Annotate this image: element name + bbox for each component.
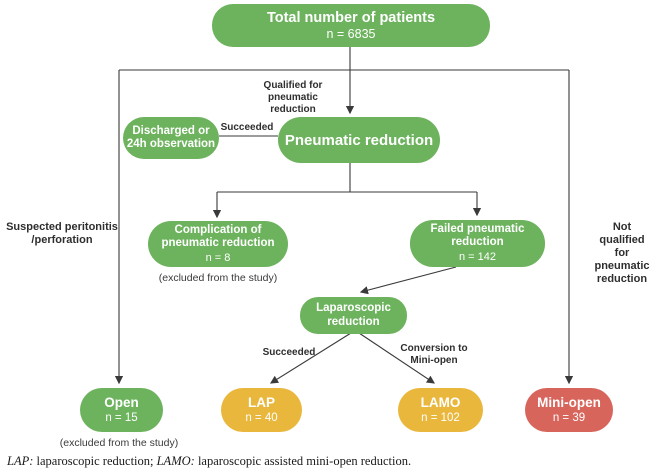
node-title: Open [104, 395, 139, 410]
node-title: Total number of patients [266, 9, 436, 26]
node-title: Pneumatic reduction [284, 131, 434, 149]
node-mini-open: Mini-open n = 39 [525, 388, 613, 432]
node-lap: LAP n = 40 [221, 388, 302, 432]
node-title: Laparoscopic reduction [316, 302, 391, 328]
node-open: Open n = 15 [80, 388, 163, 432]
node-complication: Complication of pneumatic reduction n = … [148, 221, 288, 267]
node-title: Failed pneumatic reduction [430, 222, 525, 249]
node-laparoscopic-reduction: Laparoscopic reduction [300, 297, 407, 334]
label-succeeded-top: Succeeded [220, 122, 274, 133]
note-excluded-complication: (excluded from the study) [158, 272, 278, 284]
label-not-qualified: Not qualified for pneumatic reduction [594, 221, 650, 285]
node-title: Discharged or 24h observation [126, 124, 216, 151]
node-title: LAP [248, 395, 275, 410]
node-discharged: Discharged or 24h observation [123, 117, 219, 159]
legend-term-lamo: LAMO: [156, 454, 195, 468]
label-succeeded-bottom: Succeeded [262, 347, 316, 358]
node-total-patients: Total number of patients n = 6835 [212, 4, 490, 47]
abbreviation-legend: LAP: laparoscopic reduction; LAMO: lapar… [7, 454, 662, 469]
label-qualified-for-pneumatic-reduction: Qualified for pneumatic reduction [263, 80, 323, 115]
node-count: n = 6835 [326, 26, 376, 41]
node-title: Mini-open [537, 395, 601, 410]
edge-laparoscopic-to-lap [269, 332, 352, 384]
node-count: n = 142 [458, 250, 496, 263]
edge-laparoscopic-to-lamo [358, 332, 436, 384]
node-lamo: LAMO n = 102 [398, 388, 483, 432]
legend-definition-lap: laparoscopic reduction; [33, 454, 157, 468]
node-title: LAMO [420, 395, 461, 410]
node-failed-pneumatic: Failed pneumatic reduction n = 142 [410, 220, 545, 267]
legend-definition-lamo: laparoscopic assisted mini-open reductio… [194, 454, 412, 468]
legend-term-lap: LAP: [7, 454, 34, 468]
node-count: n = 40 [245, 412, 278, 424]
note-excluded-open: (excluded from the study) [59, 437, 179, 449]
node-count: n = 39 [552, 412, 586, 424]
node-count: n = 15 [105, 412, 138, 424]
label-conversion-to-mini-open: Conversion to Mini-open [400, 343, 468, 366]
node-count: n = 8 [205, 251, 231, 264]
node-count: n = 102 [421, 412, 460, 424]
node-pneumatic-reduction: Pneumatic reduction [278, 117, 440, 163]
node-title: Complication of pneumatic reduction [161, 223, 275, 250]
label-suspected-peritonitis: Suspected peritonitis /perforation [6, 221, 118, 246]
edge-failed-to-laparoscopic [359, 266, 457, 295]
